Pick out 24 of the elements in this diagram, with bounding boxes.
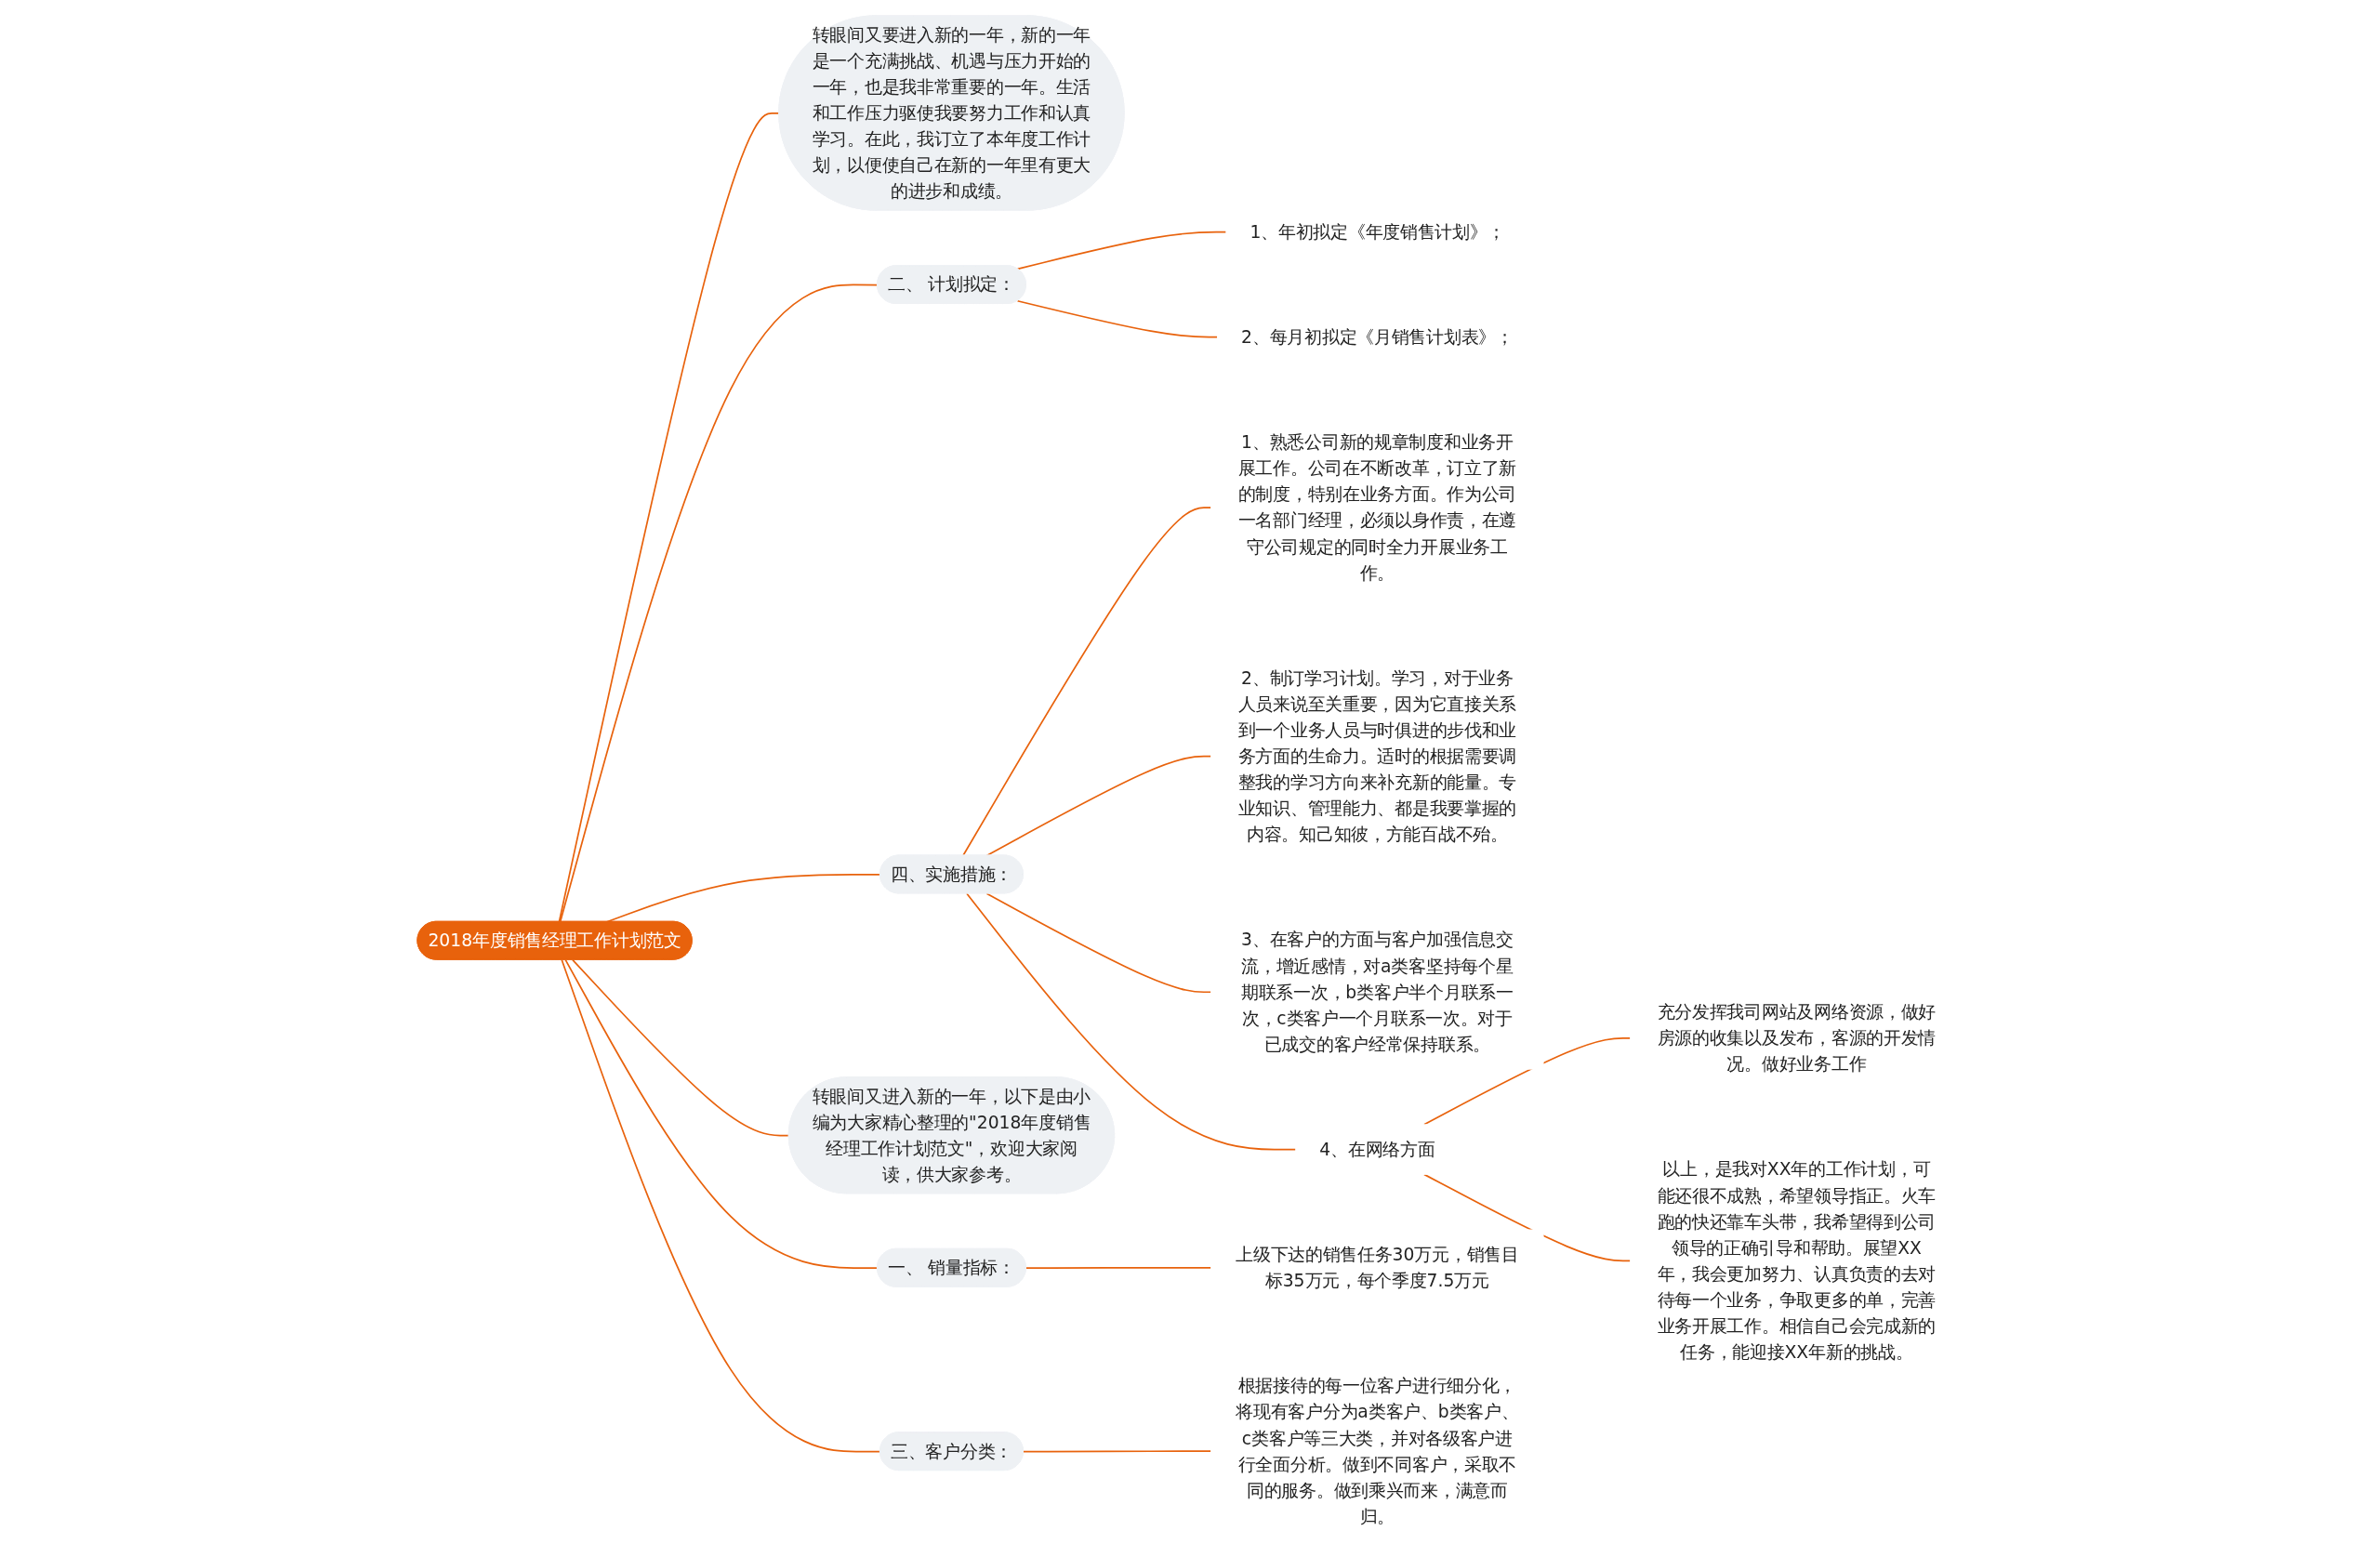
connector bbox=[1423, 1173, 1632, 1262]
connector bbox=[985, 755, 1212, 857]
node-text: 1、年初拟定《年度销售计划》； bbox=[1250, 221, 1505, 243]
connector bbox=[1025, 1266, 1212, 1270]
connector bbox=[1016, 299, 1219, 338]
node-text: 充分发挥我司网站及网络资源，做好房源的收集以及发布，客源的开发情况。做好业务工作 bbox=[1657, 1002, 1937, 1075]
connector bbox=[1016, 231, 1227, 270]
node-text: 2、每月初拟定《月销售计划表》； bbox=[1241, 327, 1514, 348]
connector bbox=[559, 284, 879, 923]
node-text: 1、熟悉公司新的规章制度和业务开展工作。公司在不断改革，订立了新的制度，特别在业务方面。作为公司一名部门经理，必须以身作责，在遵守公司规定的同时全力开展业务工作。 bbox=[1237, 432, 1517, 583]
connector bbox=[966, 892, 1297, 1151]
connector bbox=[962, 507, 1212, 857]
node-text: 3、在客户的方面与客户加强信息交流，增近感情，对a类客坚持每个星期联系一次，b类客户半个月联系一次，c类客户一个月联系一次。对于已成交的客户经常保持联系。 bbox=[1241, 930, 1514, 1055]
node-text: 根据接待的每一位客户进行细分化，将现有客户分为a类客户、b类客户、c类客户等三大类，并对各级客户进行全面分析。做到不同客户，采取不同的服务。做到乘兴而来，满意而归。 bbox=[1236, 1376, 1519, 1527]
connector bbox=[561, 958, 881, 1453]
connector bbox=[1423, 1036, 1632, 1126]
connector bbox=[572, 958, 790, 1137]
connector bbox=[1023, 1450, 1212, 1453]
connector bbox=[985, 892, 1212, 994]
connector bbox=[564, 958, 879, 1270]
node-text: 上级下达的销售任务30万元，销售目标35万元，每个季度7.5万元 bbox=[1236, 1245, 1519, 1291]
node-text: 2、制订学习计划。学习，对于业务人员来说至关重要，因为它直接关系到一个业务人员与时俱进的步伐和业务方面的生命力。适时的根据需要调整我的学习方向来补充新的能量。专业知识、管理能力、都是我要掌握的内容。知己知彼，方能百战不殆。 bbox=[1237, 667, 1517, 845]
node-text: 4、在网络方面 bbox=[1319, 1139, 1435, 1160]
node-text: 以上，是我对XX年的工作计划，可能还很不成熟，希望领导指正。火车跑的快还靠车头带，我希望得到公司领导的正确引导和帮助。展望XX年，我会更加努力、认真负责的去对待每一个业务，争取更多的单，完善业务开展工作。相信自己会完成新的任务，能迎接XX年新的挑战。 bbox=[1657, 1159, 1937, 1363]
